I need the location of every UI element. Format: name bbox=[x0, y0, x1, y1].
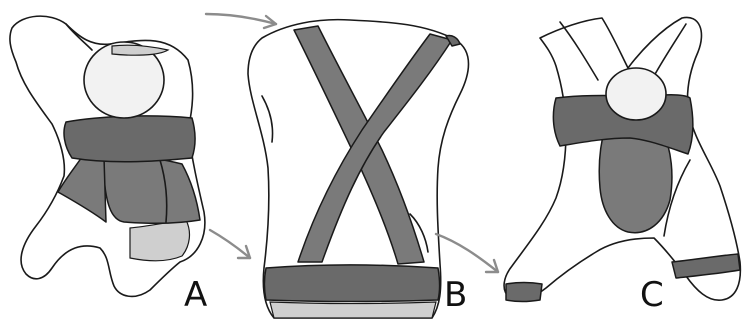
panel-a bbox=[10, 16, 205, 296]
arrow-a-to-b bbox=[210, 230, 250, 258]
panel-c-head bbox=[606, 68, 666, 120]
panel-label-b: B bbox=[444, 275, 467, 315]
panel-a-horizontal-band bbox=[64, 116, 195, 162]
panel-b-base bbox=[270, 302, 436, 318]
panel-c bbox=[504, 17, 740, 301]
panel-c-left-band bbox=[506, 283, 542, 302]
panel-b-horizontal-band bbox=[265, 265, 440, 302]
panel-label-c: C bbox=[640, 275, 664, 315]
arrow-b-to-c bbox=[436, 234, 498, 272]
arrow-top-b bbox=[206, 14, 276, 28]
panel-b bbox=[248, 20, 469, 318]
panel-label-a: A bbox=[184, 275, 207, 315]
